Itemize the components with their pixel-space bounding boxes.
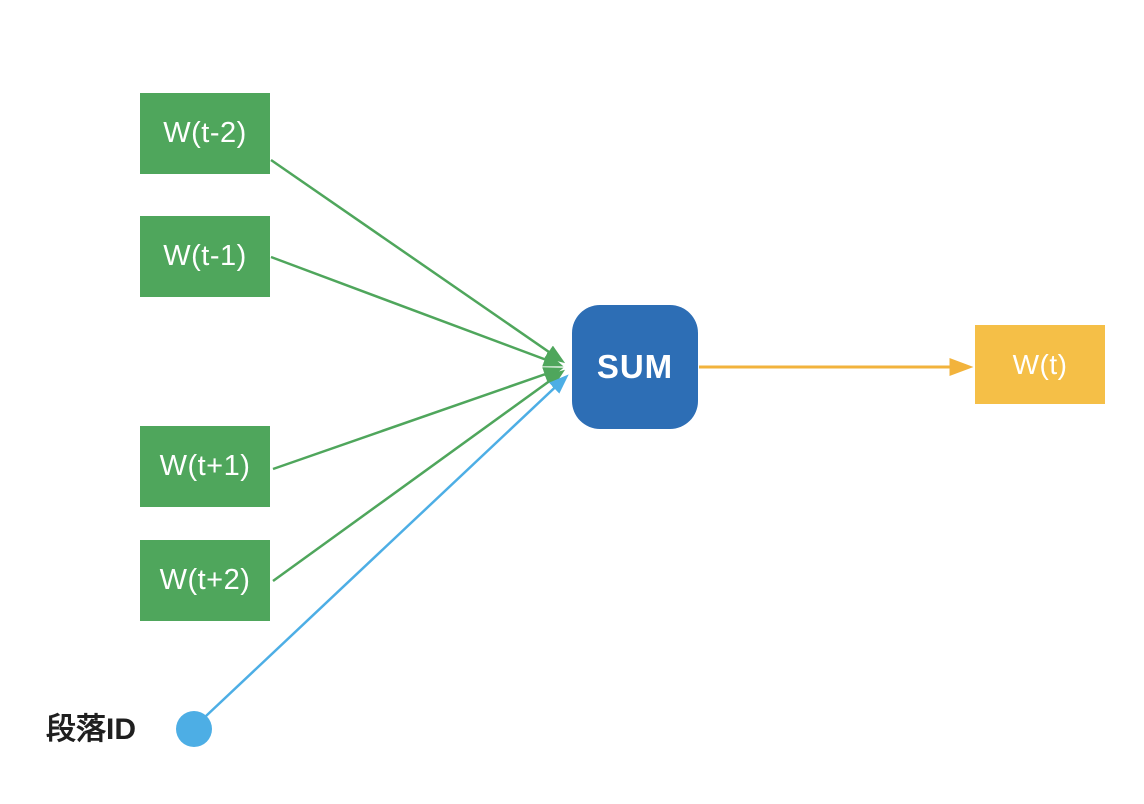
- node-w-t-label: W(t): [1012, 348, 1068, 380]
- paragraph-id-node: [176, 711, 212, 747]
- node-w-t: W(t): [975, 325, 1105, 404]
- node-w-t-plus-1-label: W(t+1): [159, 450, 251, 482]
- paragraph-id-label: 段落ID: [46, 713, 136, 746]
- node-w-t-minus-2: W(t-2): [140, 93, 270, 174]
- node-w-t-minus-1: W(t-1): [140, 216, 270, 297]
- node-w-t-minus-1-label: W(t-1): [163, 240, 247, 272]
- edge-w-t-minus-1-to-sum: [270, 255, 564, 367]
- node-w-t-plus-1: W(t+1): [140, 426, 270, 507]
- node-w-t-plus-2: W(t+2): [140, 540, 270, 621]
- edge-w-t-plus-1-to-sum: [272, 367, 564, 471]
- node-sum-label: SUM: [596, 348, 674, 385]
- node-w-t-plus-2-label: W(t+2): [159, 564, 251, 596]
- node-w-t-minus-2-label: W(t-2): [163, 117, 247, 149]
- node-sum: SUM: [572, 305, 698, 429]
- edge-w-t-plus-2-to-sum: [272, 369, 566, 583]
- edge-w-t-minus-2-to-sum: [270, 158, 566, 364]
